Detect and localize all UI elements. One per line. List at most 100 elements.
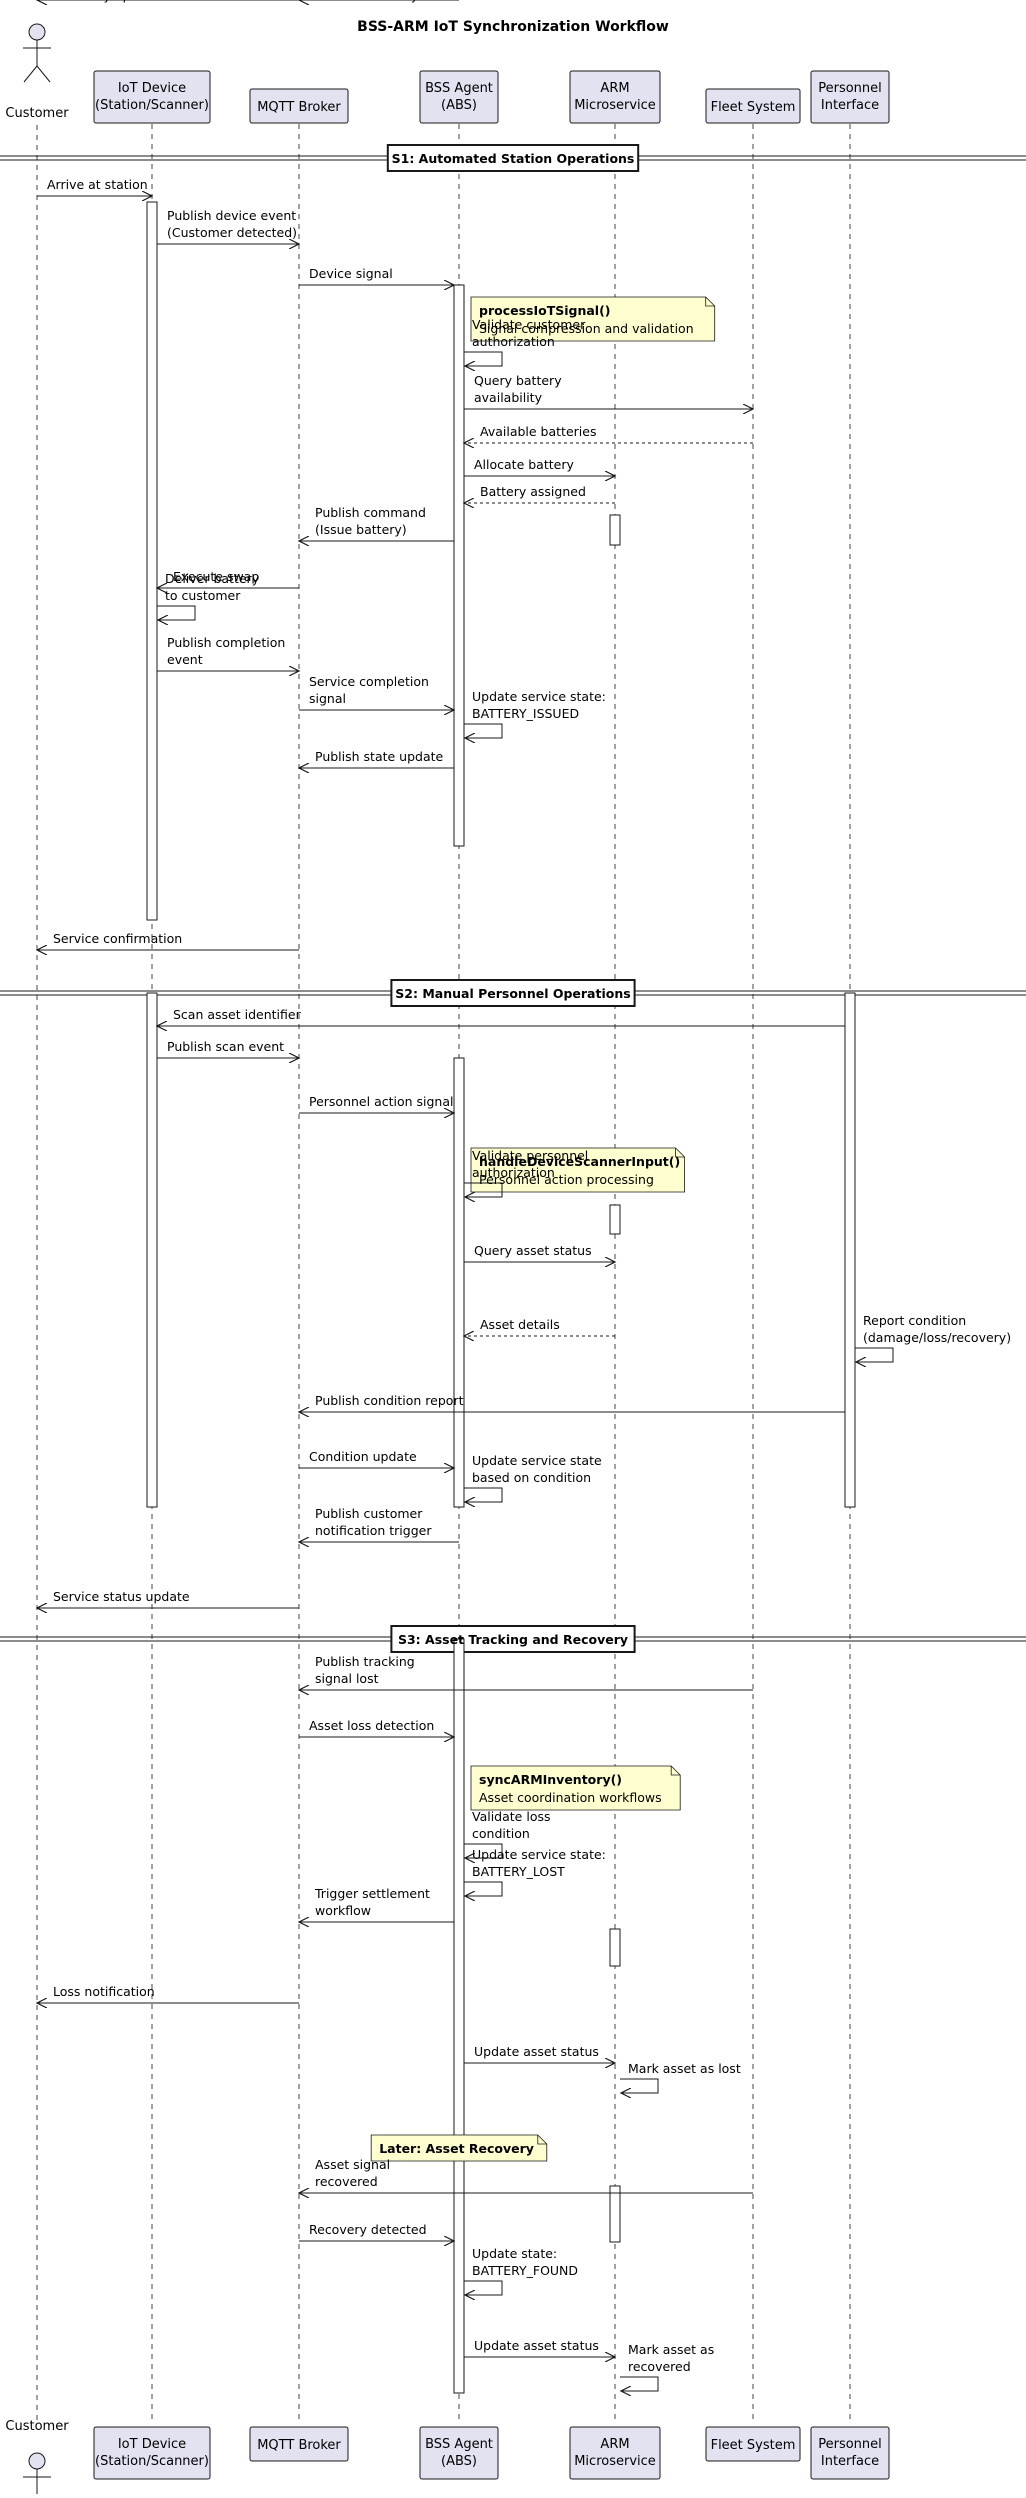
- message-label: Scan asset identifier: [173, 1007, 302, 1022]
- message-label: signal: [309, 691, 346, 706]
- participant-label: Interface: [821, 98, 879, 113]
- diagram-title: BSS-ARM IoT Synchronization Workflow: [357, 19, 669, 35]
- section-title: S2: Manual Personnel Operations: [395, 986, 630, 1001]
- participant-fleet-top: [705, 88, 801, 124]
- participant-label: (ABS): [441, 2454, 477, 2469]
- self-message: [464, 351, 503, 366]
- message-label: Device signal: [309, 266, 393, 281]
- self-message: [464, 1843, 503, 1858]
- message-label: (Issue battery): [315, 522, 407, 537]
- participant-iot-bottom: [93, 2426, 211, 2480]
- participant-label: BSS Agent: [425, 2437, 493, 2452]
- message-label: signal lost: [315, 1671, 379, 1686]
- self-message: [855, 1347, 894, 1362]
- participant-mqtt-top: [249, 88, 349, 124]
- message-label: Condition update: [309, 1449, 417, 1464]
- actor-icon: [23, 23, 51, 83]
- note-syncarminventory: [470, 1765, 681, 1811]
- message-label: Update service state:: [472, 1847, 606, 1862]
- note-title: handleDeviceScannerInput(): [479, 1154, 680, 1169]
- message-label: Personnel action signal: [309, 1094, 454, 1109]
- section-divider: [0, 1625, 1026, 1653]
- participant-label: ARM: [600, 81, 629, 96]
- self-message: [157, 605, 196, 620]
- message-label: Execute swap: [173, 569, 259, 584]
- message-label: Mark asset as lost: [628, 2061, 741, 2076]
- message-label: Publish condition report: [315, 1393, 464, 1408]
- participant-iot-top: [93, 70, 211, 124]
- message-label: Query asset status: [474, 1243, 592, 1258]
- message-label: notification trigger: [315, 1523, 432, 1538]
- message-label: authorization: [472, 1165, 555, 1180]
- message-label: BATTERY_FOUND: [472, 2263, 578, 2278]
- message-label: BATTERY_LOST: [472, 1864, 565, 1879]
- note-text: Personnel action processing: [479, 1172, 654, 1187]
- message-label: Publish tracking: [315, 1654, 415, 1669]
- participant-bss-bottom: [419, 2426, 499, 2480]
- participant-label: Fleet System: [711, 100, 796, 115]
- participant-label: Customer: [5, 106, 69, 121]
- participant-label: Customer: [5, 2419, 69, 2434]
- message-label: Update asset status: [474, 2044, 599, 2059]
- message-label: Asset signal: [315, 2157, 390, 2172]
- message-label: Update service state: [472, 1453, 602, 1468]
- note-handledevicescannerinput: [470, 1147, 685, 1193]
- message-label: Validate customer: [472, 317, 586, 332]
- message-label: based on condition: [472, 1470, 591, 1485]
- activation-bar-iot: [146, 992, 158, 1508]
- message-label: availability: [474, 390, 543, 405]
- participant-arm-bottom: [569, 2426, 661, 2480]
- self-message: [464, 2280, 503, 2295]
- message-label: to customer: [165, 588, 241, 603]
- participant-label: IoT Device: [118, 2437, 186, 2452]
- message-label: event: [167, 652, 203, 667]
- participant-label: Microservice: [574, 98, 656, 113]
- message-label: Service completion: [309, 674, 429, 689]
- message-label: Allocate battery: [474, 457, 574, 472]
- activation-bar-bss: [453, 1057, 465, 1508]
- participant-label: (Station/Scanner): [95, 98, 209, 113]
- self-message: [464, 1487, 503, 1502]
- participant-headers: [23, 23, 890, 2498]
- participant-bss-top: [419, 70, 499, 124]
- message-label: Validate personnel: [472, 1148, 588, 1163]
- message-label: Service status update: [53, 1589, 190, 1604]
- message-label: Battery assigned: [480, 484, 586, 499]
- message-label: (damage/loss/recovery): [863, 1330, 1011, 1345]
- participant-label: Fleet System: [711, 2438, 796, 2453]
- message-label: authorization: [472, 334, 555, 349]
- activation-bar-personnel: [844, 992, 856, 1508]
- message-label: Update asset status: [474, 2338, 599, 2353]
- self-message: [464, 723, 503, 738]
- self-message: [464, 1182, 503, 1197]
- participant-label: Interface: [821, 2454, 879, 2469]
- message-label: Publish recovery: [315, 0, 419, 3]
- message-label: Publish command: [315, 505, 426, 520]
- participant-label: MQTT Broker: [257, 100, 341, 115]
- participant-personnel-bottom: [810, 2426, 890, 2480]
- message-label: Asset loss detection: [309, 1718, 434, 1733]
- activation-bar-arm: [609, 1204, 621, 1235]
- message-label: Asset details: [480, 1317, 560, 1332]
- message-label: notification: [315, 0, 385, 3]
- participant-fleet-bottom: [705, 2426, 801, 2462]
- participant-customer-top: [23, 23, 51, 83]
- activation-bar-bss: [453, 1638, 465, 2394]
- message-label: recovered: [315, 2174, 378, 2189]
- message-label: Query battery: [474, 373, 562, 388]
- participant-label: Personnel: [818, 81, 882, 96]
- message-label: Recovery detected: [309, 2222, 427, 2237]
- section-divider: [0, 144, 1026, 172]
- message-label: Publish device event: [167, 208, 296, 223]
- message-label: recovered: [628, 2359, 691, 2374]
- message-label: BATTERY_ISSUED: [472, 706, 579, 721]
- message-label: (Customer detected): [167, 225, 297, 240]
- message-label: Arrive at station: [47, 177, 148, 192]
- message-label: Mark asset as: [628, 2342, 714, 2357]
- message-label: Validate loss: [472, 1809, 551, 1824]
- message-label: Determine service: [472, 0, 587, 3]
- message-label: Available batteries: [480, 424, 596, 439]
- messages: [37, 0, 894, 2391]
- note-later-asset-recovery: [370, 2134, 548, 2162]
- message-label: continuation: [472, 0, 550, 3]
